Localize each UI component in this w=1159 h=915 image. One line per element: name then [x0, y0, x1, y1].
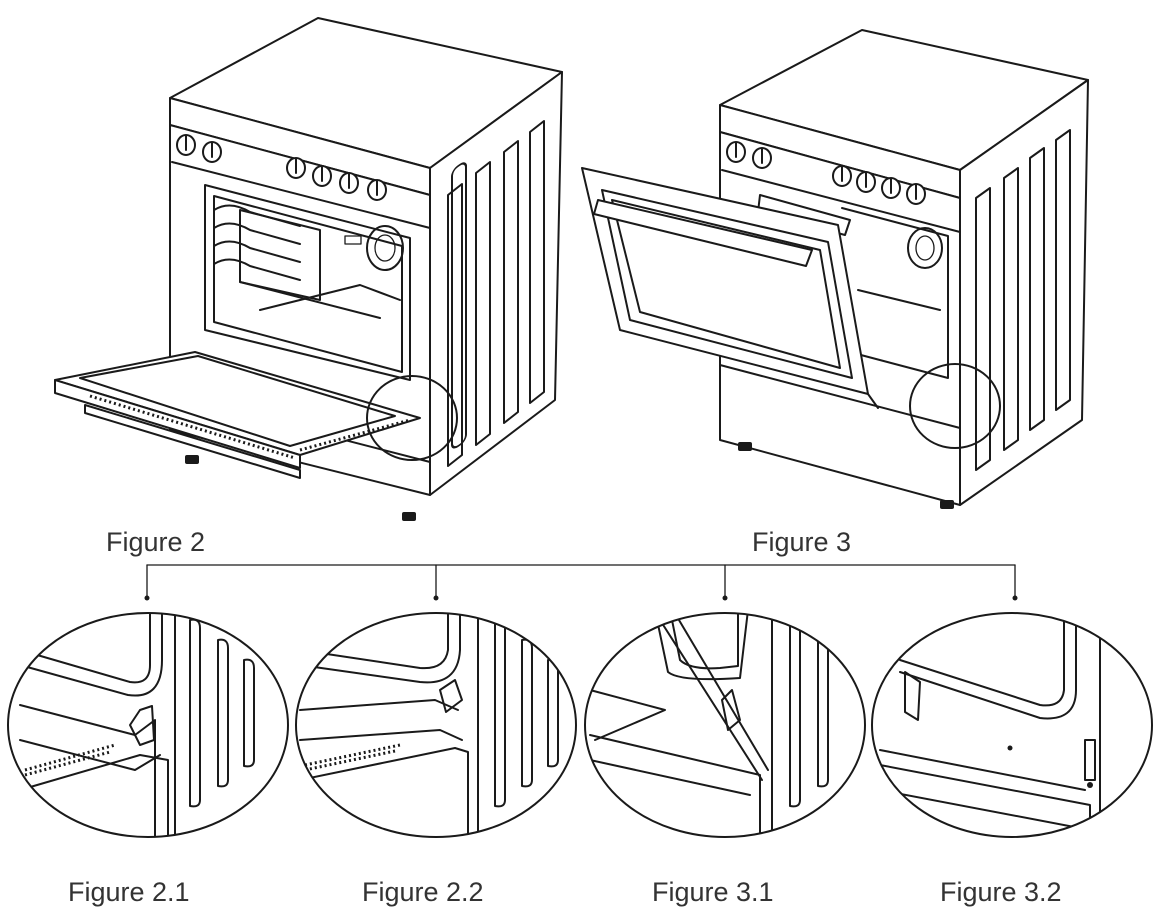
- label-figure-3-2: Figure 3.2: [940, 877, 1062, 907]
- side-ribs: [975, 129, 1071, 471]
- open-door: [54, 351, 421, 479]
- detail-figure-2-2: [295, 612, 577, 838]
- label-figure-2-2: Figure 2.2: [362, 877, 484, 907]
- cooker-figure-3: [581, 29, 1089, 509]
- tilted-door: [581, 167, 879, 409]
- label-figure-2: Figure 2: [106, 527, 205, 557]
- hinge-callout-circle-2: [366, 375, 458, 461]
- detail-figure-3-1: [584, 612, 866, 838]
- connector-bracket: [144, 564, 1018, 601]
- label-figure-3: Figure 3: [752, 527, 851, 557]
- control-knobs: [726, 141, 926, 205]
- oven-cavity: [204, 184, 411, 381]
- detail-figure-2-1: [7, 612, 289, 838]
- cooker-figure-2: [54, 17, 563, 521]
- label-figure-3-1: Figure 3.1: [652, 877, 774, 907]
- side-ribs: [447, 120, 545, 467]
- label-figure-2-1: Figure 2.1: [68, 877, 190, 907]
- control-knobs: [176, 134, 387, 201]
- hinge-callout-circle-3: [909, 363, 1001, 449]
- detail-figure-3-2: [871, 612, 1153, 838]
